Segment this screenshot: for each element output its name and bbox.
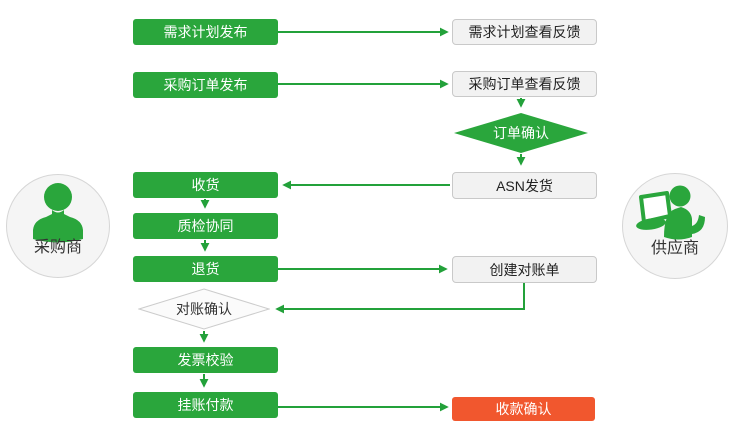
node-return-goods: 退货 <box>133 256 278 282</box>
person-icon <box>33 183 83 243</box>
node-booked-payment: 挂账付款 <box>133 392 278 418</box>
actor-supplier-label: 供应商 <box>650 240 699 257</box>
node-invoice-check: 发票校验 <box>133 347 278 373</box>
node-demand-plan-release: 需求计划发布 <box>133 19 278 45</box>
node-demand-plan-feedback: 需求计划查看反馈 <box>452 19 597 45</box>
decision-label: 订单确认 <box>493 125 549 141</box>
person-laptop-icon <box>636 185 705 240</box>
actor-buyer-label: 采购商 <box>33 239 82 256</box>
decision-label: 对账确认 <box>176 301 232 317</box>
node-create-statement: 创建对账单 <box>452 256 597 283</box>
actor-buyer: 采购商 <box>6 174 110 278</box>
diamond-shape-green <box>454 113 588 153</box>
node-asn-ship: ASN发货 <box>452 172 597 199</box>
diamond-shape-plain <box>138 288 270 330</box>
node-quality-collab: 质检协同 <box>133 213 278 239</box>
node-receipt-confirm: 收款确认 <box>452 397 595 421</box>
node-receive: 收货 <box>133 172 278 198</box>
decision-order-confirm: 订单确认 <box>454 113 588 153</box>
actor-supplier: 供应商 <box>622 173 728 279</box>
node-po-feedback: 采购订单查看反馈 <box>452 71 597 97</box>
node-po-release: 采购订单发布 <box>133 72 278 98</box>
decision-statement-confirm: 对账确认 <box>138 288 270 330</box>
